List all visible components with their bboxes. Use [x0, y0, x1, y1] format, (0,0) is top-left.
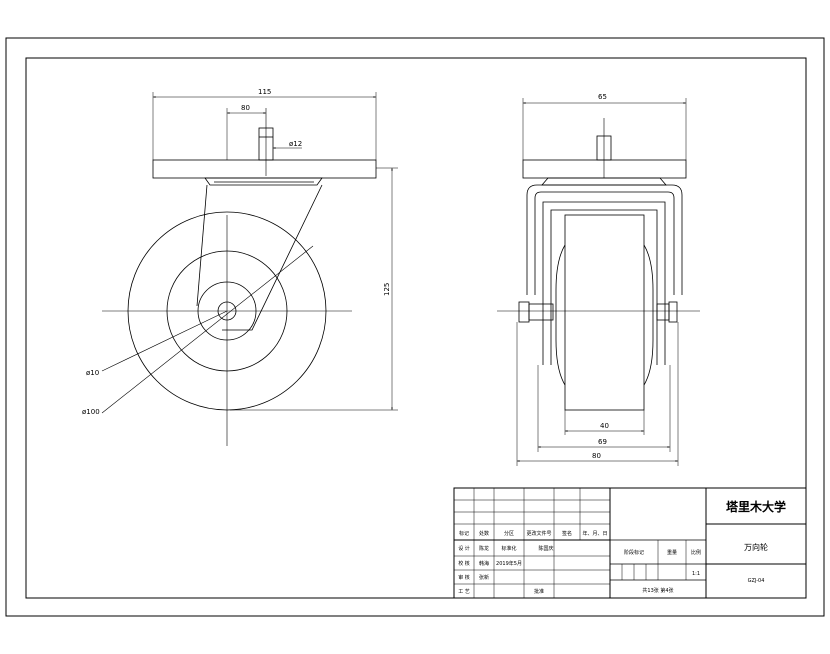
front-view — [101, 92, 398, 446]
header-cell: 分区 — [504, 530, 514, 537]
dim-stem-diameter: ø12 — [289, 140, 302, 148]
inner-border — [25, 57, 807, 599]
sheet-info: 共13张 第4张 — [642, 587, 673, 594]
header-cell: 签名 — [562, 530, 572, 537]
dim-height: 125 — [383, 283, 391, 296]
header-cell: 处数 — [479, 530, 489, 537]
part-name: 万向轮 — [744, 542, 768, 552]
scale-value: 1:1 — [692, 571, 700, 577]
header-cell: 标记 — [459, 530, 469, 537]
dim-stem-offset: 80 — [241, 104, 250, 112]
dim-wheel-diameter: ø100 — [82, 408, 100, 416]
dim-fork-inner: 69 — [598, 438, 607, 446]
drawing-number: GZJ-04 — [748, 578, 765, 584]
approval-extra: 2019年5月 — [496, 560, 522, 567]
approval-name: 陈龙 — [479, 545, 489, 552]
header-cell: 更改文件号 — [526, 530, 551, 537]
header-cell: 年、月、日 — [582, 530, 607, 537]
dim-axle-length: 80 — [592, 452, 601, 460]
approval-name: 张新 — [479, 574, 489, 581]
stage-mark-label: 阶段标记 — [624, 549, 644, 556]
outer-border — [5, 37, 825, 617]
approval-name: 韩海 — [479, 560, 489, 567]
scale-label: 比例 — [691, 549, 701, 556]
school-name: 塔里木大学 — [726, 499, 786, 514]
approval-role: 审 核 — [458, 574, 470, 581]
dim-hub-diameter: ø10 — [86, 369, 99, 377]
approval-role: 工 艺 — [458, 589, 470, 595]
approval-role: 校 核 — [458, 560, 470, 567]
dim-overall-width: 115 — [258, 88, 271, 96]
dim-plate-width: 65 — [598, 93, 607, 101]
weight-label: 重量 — [667, 549, 677, 556]
approval-extra: 批准 — [534, 588, 544, 595]
side-view — [497, 98, 700, 466]
dim-tread-width: 40 — [600, 422, 609, 430]
title-block — [453, 487, 807, 599]
approval-role: 设 计 — [458, 545, 470, 552]
approval-extra: 陈国庆 — [538, 545, 553, 552]
approval-extra: 标准化 — [501, 545, 516, 552]
